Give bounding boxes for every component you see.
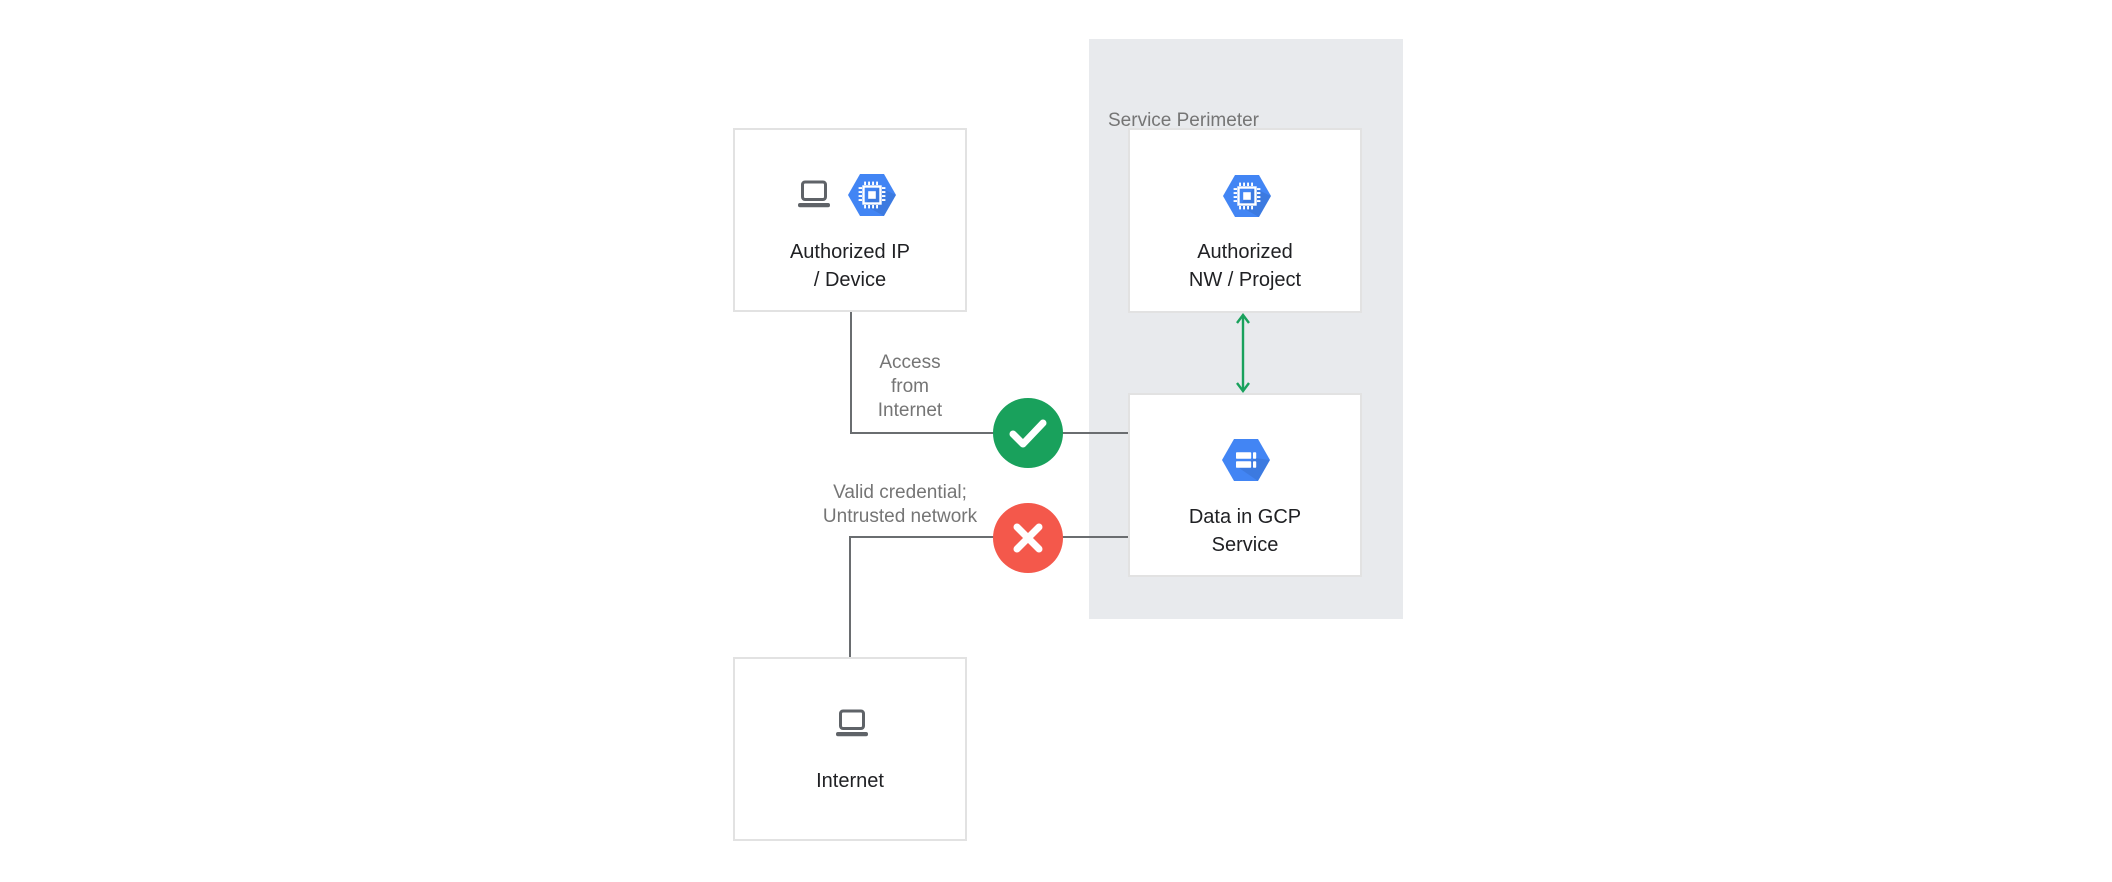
- node-authorized-ip-device: Authorized IP / Device: [733, 128, 967, 312]
- x-icon: [1013, 523, 1043, 553]
- gcp-hexagon-chip-icon: [1223, 175, 1271, 217]
- check-icon: [1009, 419, 1047, 448]
- annotation-line: from: [891, 376, 929, 397]
- node-label-line: NW / Project: [1188, 269, 1302, 291]
- gcp-hexagon-storage-icon: [1222, 439, 1270, 481]
- node-authorized-nw-project: Authorized NW / Project: [1128, 128, 1362, 313]
- laptop-icon: [796, 180, 832, 210]
- gcp-hexagon-chip-icon: [848, 174, 896, 216]
- node-label-line: Authorized IP: [789, 241, 911, 263]
- connector-access-from-internet: [850, 432, 1128, 434]
- double-arrow-icon: [1234, 312, 1252, 394]
- node-label: Authorized IP / Device: [735, 238, 965, 294]
- node-data-in-gcp-service: Data in GCP Service: [1128, 393, 1362, 577]
- node-label-line: Data in GCP: [1188, 506, 1302, 528]
- node-label-line: / Device: [813, 269, 887, 291]
- annotation-access-from-internet: Access from Internet: [850, 351, 970, 423]
- node-internet: Internet: [733, 657, 967, 841]
- laptop-icon: [834, 709, 870, 739]
- service-perimeter-label: Service Perimeter: [1108, 110, 1259, 131]
- annotation-line: Valid credential;: [833, 482, 967, 503]
- node-label: Internet: [735, 767, 965, 795]
- node-label: Authorized NW / Project: [1130, 238, 1360, 294]
- node-label-line: Internet: [816, 770, 884, 792]
- connector-untrusted-network: [849, 536, 1128, 538]
- connector-authorized-ip-down: [850, 311, 852, 434]
- annotation-line: Access: [879, 352, 941, 373]
- node-label: Data in GCP Service: [1130, 503, 1360, 559]
- connector-internet-up: [849, 536, 851, 657]
- annotation-line: Internet: [877, 400, 943, 421]
- annotation-valid-credential: Valid credential; Untrusted network: [790, 481, 1010, 529]
- allowed-status-badge: [993, 398, 1063, 468]
- denied-status-badge: [993, 503, 1063, 573]
- annotation-line: Untrusted network: [822, 506, 978, 527]
- node-label-line: Authorized: [1197, 241, 1293, 263]
- node-label-line: Service: [1211, 534, 1279, 556]
